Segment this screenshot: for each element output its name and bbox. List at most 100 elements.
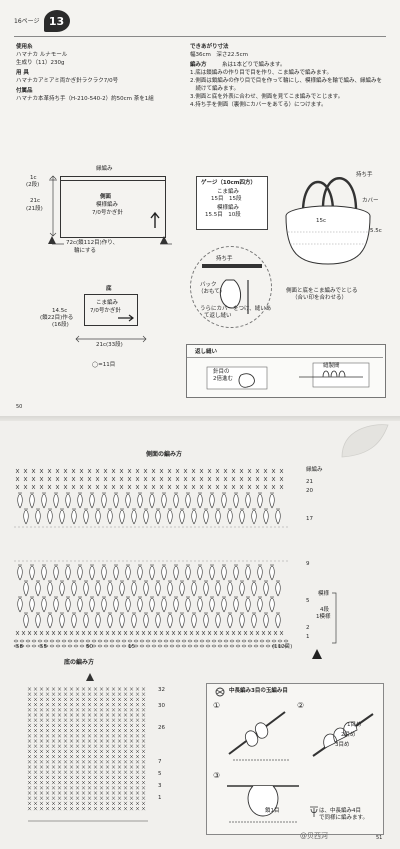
cluster-symbol-icon: [310, 806, 318, 817]
bottom-label-7: 7: [158, 759, 162, 765]
side-pattern-rows: 4段: [320, 607, 329, 613]
method-title: 編み方: [190, 62, 207, 68]
bag-handle-label: 持ち手: [356, 172, 373, 178]
detail-back-label2: （おもて）: [198, 289, 226, 295]
gauge-line1: 15目 15段: [211, 196, 242, 202]
side-label-9: 9: [306, 561, 310, 567]
side-bottom-15: 15: [128, 644, 135, 650]
bottom-label-3: 3: [158, 783, 162, 789]
technique-loop-3: 3目め: [335, 742, 350, 748]
bottom-height-rows2: (16段): [52, 322, 69, 328]
technique-loop-2: 2目め: [341, 732, 356, 738]
bag-note-2: （合い印を合わせる）: [292, 295, 348, 301]
side-rect: [60, 180, 166, 238]
method-note: 糸は1本どりで編みます。: [222, 62, 286, 68]
parts-title: 付属品: [16, 88, 33, 94]
edge-label: 縁編み: [96, 166, 113, 172]
side-title: 側面: [100, 194, 112, 200]
backstitch-note-2: 2倍進む: [213, 376, 233, 382]
gauge-line1-label: こま編み: [217, 189, 240, 195]
tool-title: 用 具: [16, 70, 29, 76]
bag-icon: [285, 177, 371, 265]
detail-circle: [190, 246, 272, 328]
side-bottom-50: 50: [86, 644, 93, 650]
pattern-bracket: [332, 592, 337, 644]
gauge-line2-label: 模様編み: [217, 205, 240, 211]
technique-note-a: は、中長編み4目: [319, 808, 361, 814]
technique-step-2: ②: [297, 701, 305, 710]
bottom-hook: 7/0号かぎ針: [90, 308, 121, 314]
bag-dim-1: 15c: [316, 218, 327, 224]
technique-step-1: ①: [213, 701, 221, 710]
detail-back-label: バック: [200, 282, 217, 288]
side-label-17: 17: [306, 516, 313, 522]
side-width-arrow: [52, 243, 172, 245]
bottom-width: 21c(33段): [96, 342, 123, 348]
side-bottom-58: 58: [16, 644, 23, 650]
page-number-right: 51: [376, 835, 383, 841]
side-chart-title: 側面の編み方: [146, 451, 183, 458]
right-arrow-icon: [118, 314, 134, 322]
detail-note-1: うらにカバーをつけ、縫いあ: [200, 306, 272, 312]
handle-strap-icon: [202, 264, 262, 314]
page-50: 16ページ 13 使用糸 ハマナカ ルナモール 生成り（11）230g 用 具 …: [0, 0, 400, 418]
page-ref: 16ページ: [14, 17, 40, 25]
gauge-box: ゲージ（10cm四方） こま編み 15目 15段 模様編み 15.5目 10段: [196, 176, 268, 230]
detail-note-2: て返し縫い: [204, 313, 232, 319]
side-height-main: 21c: [30, 198, 41, 204]
method-step-3: 3.側面と底を外表に合わせ、側面を見てこま編みでとじます。: [190, 94, 344, 100]
side-label-edge: 縁編み: [306, 467, 323, 473]
hook-yarn-illustration: [312, 713, 374, 757]
hook-loop-illustration: [228, 711, 289, 761]
side-label-1: 1: [306, 634, 310, 640]
bottom-legend: ◯=11目: [92, 362, 116, 368]
yarn-ball-icon: [215, 687, 225, 697]
technique-chain-label: 鎖1目: [265, 808, 280, 814]
bottom-height-rows: (鎖22目)作る: [40, 315, 74, 321]
pattern-number-badge: 13: [43, 10, 70, 32]
bottom-label-32: 32: [158, 687, 165, 693]
side-height-arrow: [49, 175, 57, 237]
method-step-4: 4.持ち手を側面（裏側にカバーをあてる）につけます。: [190, 102, 327, 108]
up-arrow-icon: [150, 211, 160, 228]
backstitch-box: 返し縫い 針目の 2倍進む 縫製間: [186, 344, 386, 398]
side-height-top-rows: (2段): [26, 182, 40, 188]
bottom-label-30: 30: [158, 703, 165, 709]
header-rule: [14, 36, 386, 37]
backstitch-note-1: 針目の: [213, 369, 230, 375]
bottom-height: 14.5c: [52, 308, 68, 314]
bottom-chart-grid: [26, 671, 150, 831]
page-number-left: 50: [16, 404, 23, 410]
side-bottom-55: 55: [40, 644, 47, 650]
bottom-label-5: 5: [158, 771, 162, 777]
page-51: 側面の編み方 縁編み 21 20 17 9 5 2 1 4段 1模様 模様 58…: [0, 421, 400, 849]
technique-title: 中長編み3目の玉編み目: [229, 688, 288, 694]
watermark: @贝西河: [300, 832, 328, 840]
bag-dim-2: 5.5c: [370, 228, 382, 234]
finished-title: できあがり寸法: [190, 44, 229, 50]
side-width: 72c(鎖112目)作り、: [66, 240, 119, 246]
bottom-chart-symbols: [27, 673, 148, 822]
finished-cluster-illustration: [227, 785, 299, 823]
side-hook: 7/0号かぎ針: [92, 210, 123, 216]
side-count-label: (112目): [272, 644, 293, 650]
tool-line: ハマナカアミアミ両かぎ針ラクラク7/0号: [16, 78, 119, 84]
corner-mark-icon: [160, 236, 168, 244]
side-height-main-rows: (21段): [26, 206, 43, 212]
gauge-title: ゲージ（10cm四方）: [201, 180, 257, 186]
yarn-title: 使用糸: [16, 44, 33, 50]
side-height-top: 1c: [30, 175, 37, 181]
method-step-2b: 続けて編みます。: [190, 86, 239, 92]
side-pattern-label: 模様: [318, 591, 330, 597]
detail-handle-label: 持ち手: [216, 256, 233, 262]
side-width-note: 輪にする: [74, 248, 97, 254]
bag-cover-label: カバー: [362, 198, 379, 204]
backstitch-rule: [187, 357, 383, 358]
bottom-title: 底: [106, 286, 112, 292]
pattern-header: 16ページ 13: [14, 10, 70, 32]
bag-note-1: 側面と底をこま編みでとじる: [286, 288, 358, 294]
backstitch-needle-label: 縫製間: [323, 363, 340, 369]
backstitch-fabric-icon: [206, 366, 268, 390]
bottom-pattern: こま編み: [96, 300, 119, 306]
start-mark-icon: [312, 649, 322, 659]
